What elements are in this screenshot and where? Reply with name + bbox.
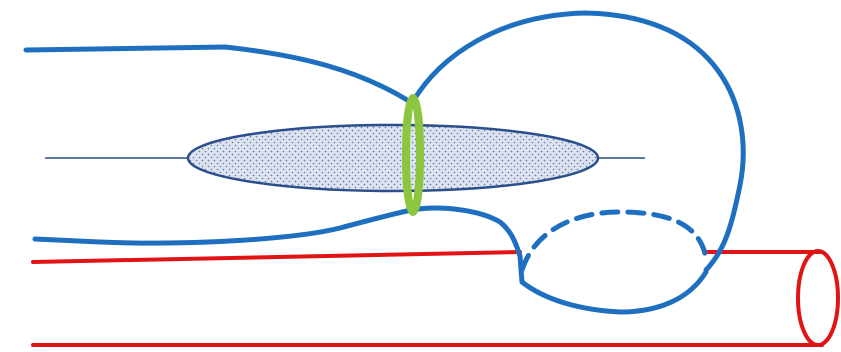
upper-contour (23, 10, 746, 273)
bulge-bottom (519, 269, 709, 315)
dotted-ellipse (186, 123, 600, 193)
tube-end-ellipse (796, 249, 840, 347)
red-tube (31, 249, 840, 347)
bulge-top-dashed (519, 209, 709, 273)
blue-outline (23, 10, 746, 315)
tube-top-line (31, 250, 824, 264)
lower-contour (32, 205, 525, 285)
green-ring (402, 94, 424, 216)
